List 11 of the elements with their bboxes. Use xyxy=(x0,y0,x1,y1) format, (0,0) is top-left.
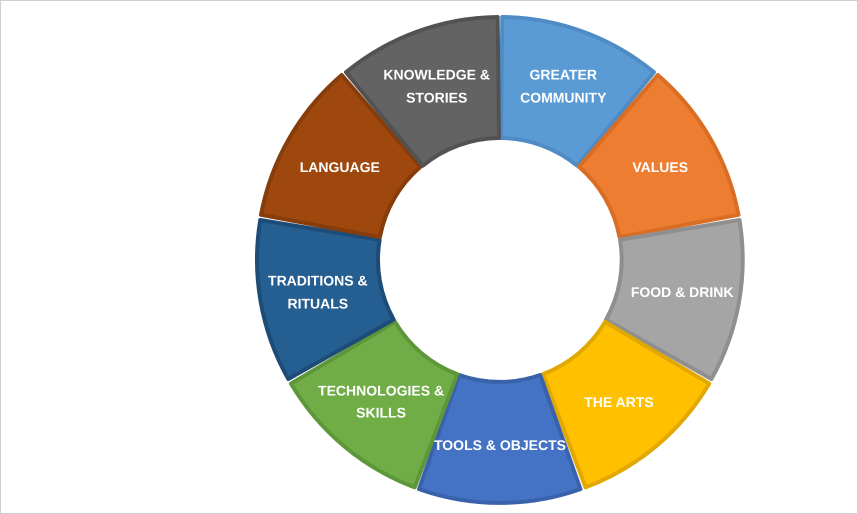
segment-label: TRADITIONS & RITUALS xyxy=(267,272,369,314)
segment-label: FOOD & DRINK xyxy=(630,282,734,302)
donut-segment xyxy=(257,220,394,380)
segment-label: TECHNOLOGIES & SKILLS xyxy=(317,381,446,423)
segment-label: VALUES xyxy=(631,158,690,178)
segment-label: LANGUAGE xyxy=(298,158,381,178)
segment-label: KNOWLEDGE & STORIES xyxy=(382,66,491,108)
donut-segment xyxy=(606,220,743,380)
segment-label: THE ARTS xyxy=(583,392,655,412)
segment-label: TOOLS & OBJECTS xyxy=(432,436,567,455)
segment-label: GREATER COMMUNITY xyxy=(519,66,608,108)
